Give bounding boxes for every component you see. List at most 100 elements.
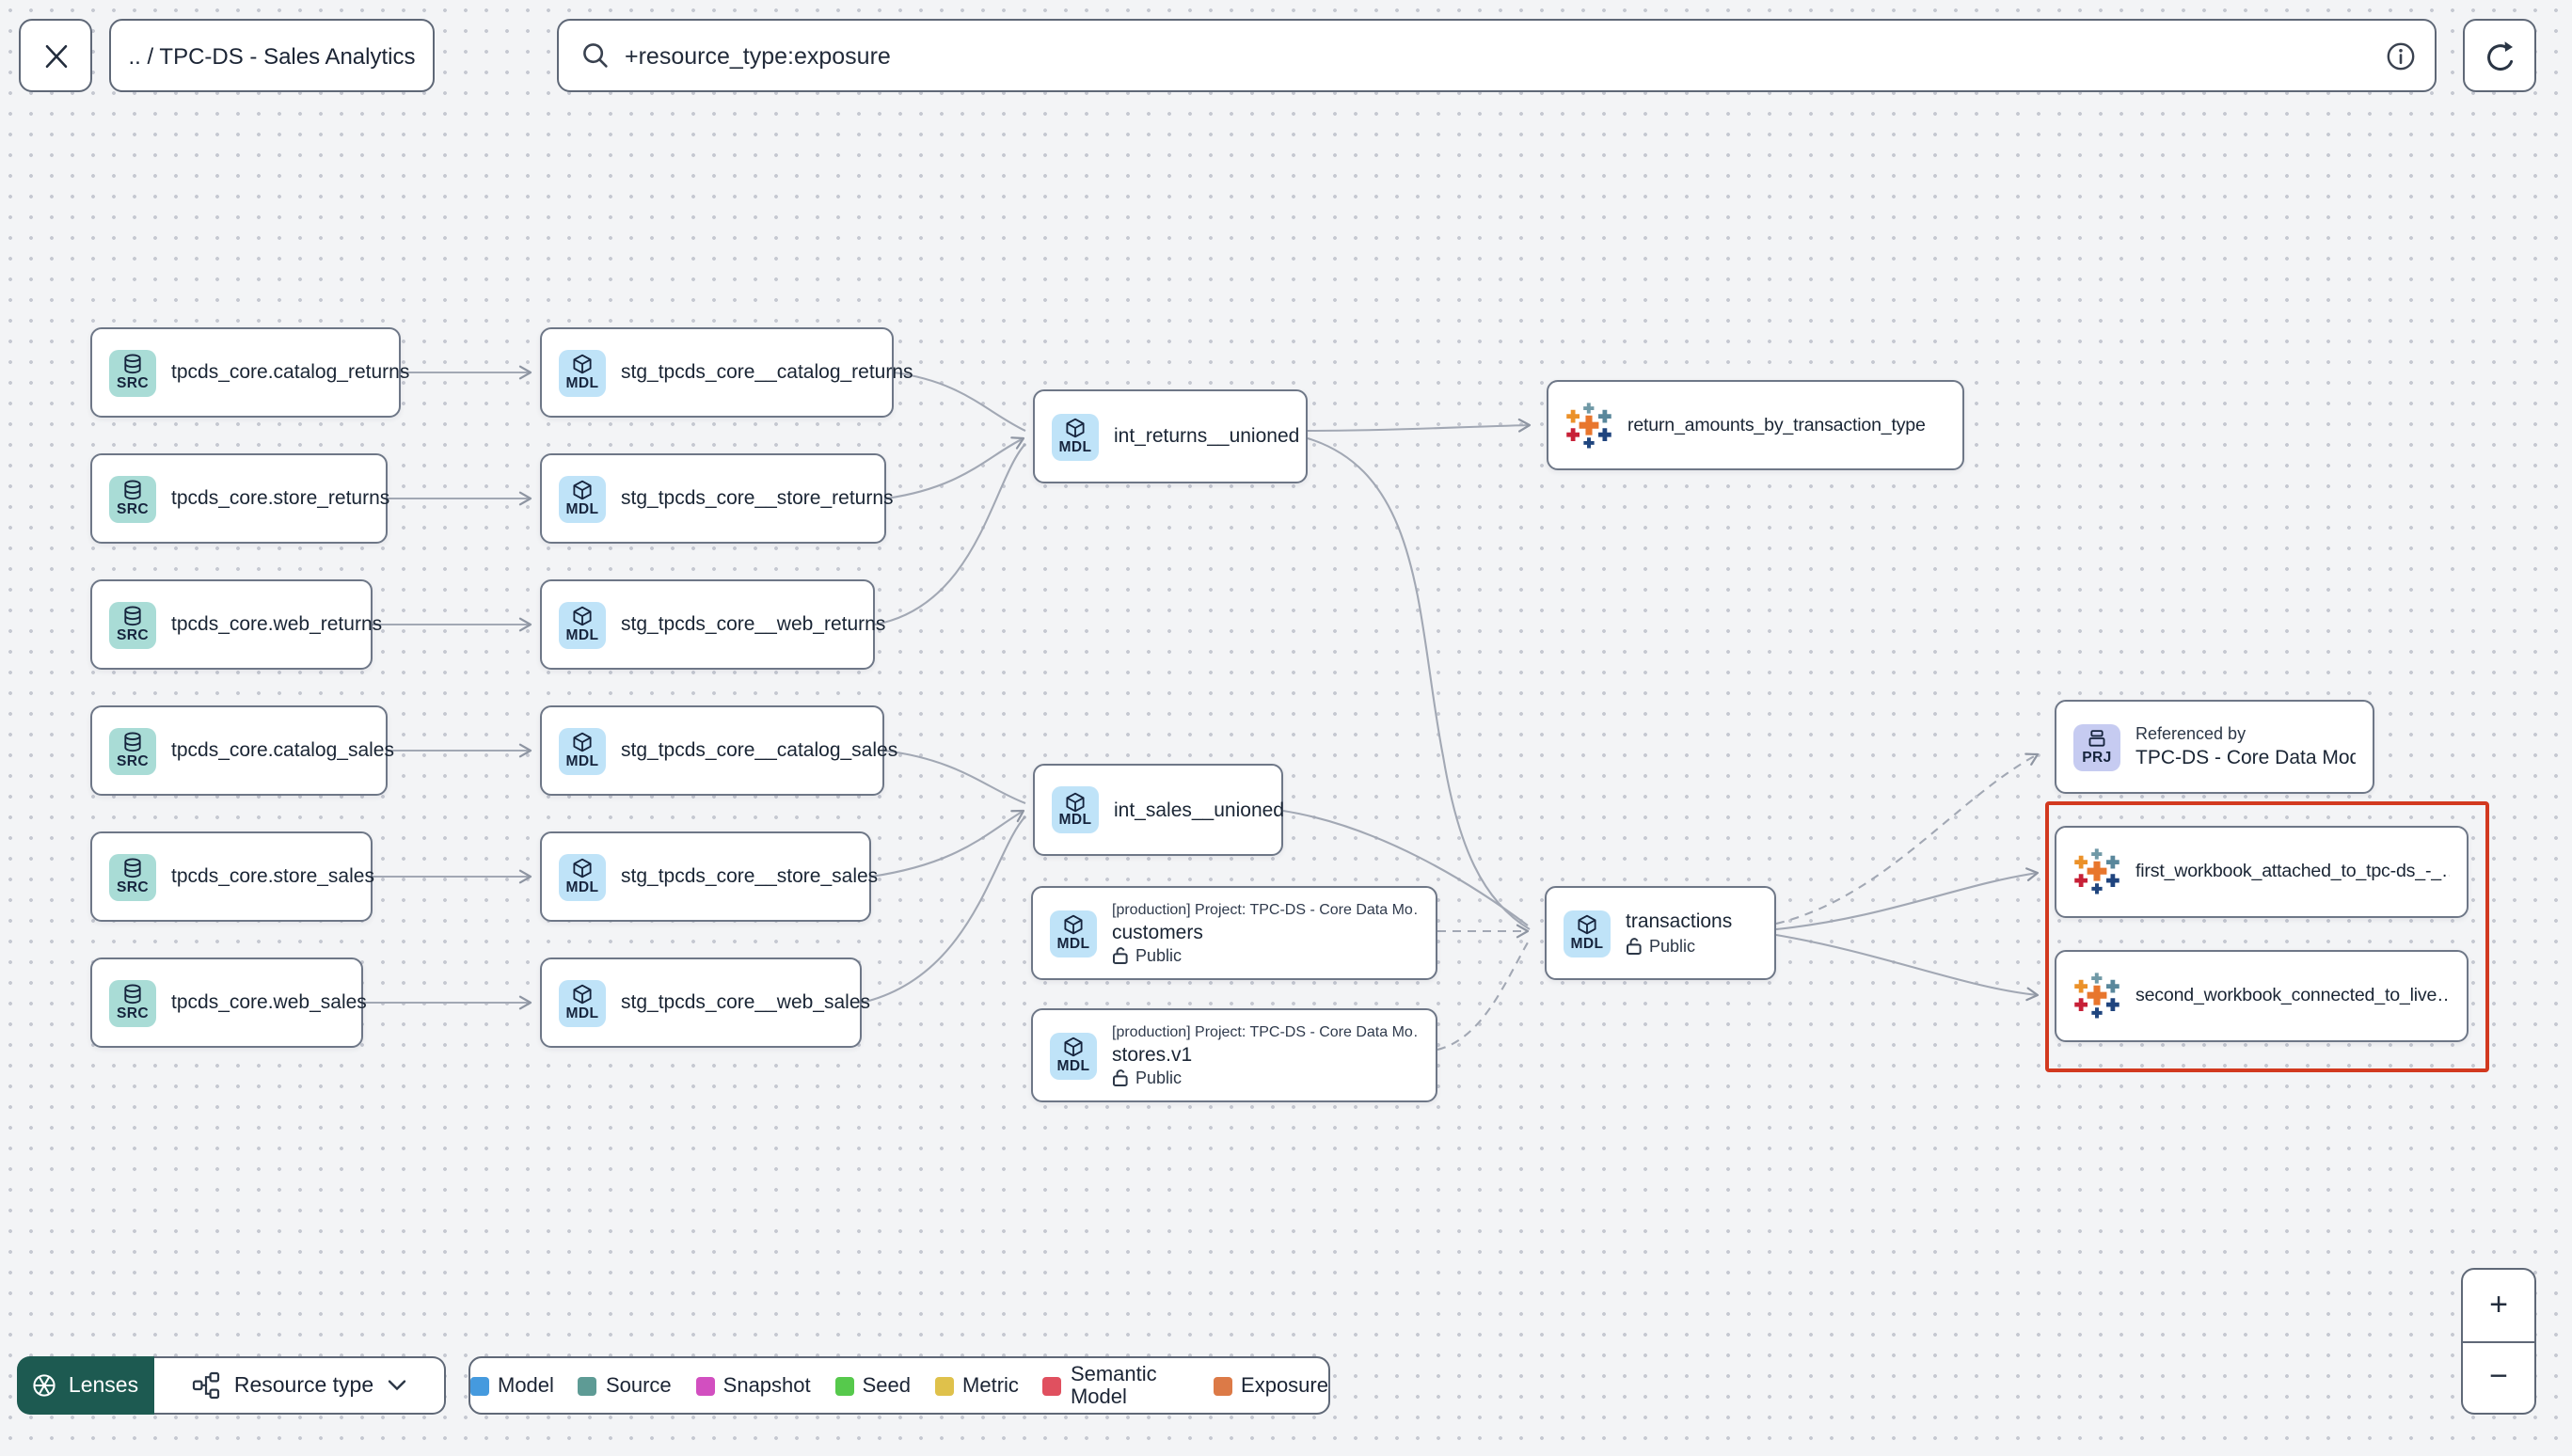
access-line: Public: [1112, 1068, 1419, 1087]
cube-icon: [1064, 915, 1083, 935]
node-model-int-sales-unioned[interactable]: MDL int_sales__unioned: [1033, 764, 1284, 856]
project-badge: PRJ: [2073, 723, 2120, 770]
metric-swatch: [935, 1376, 955, 1395]
database-icon: [124, 985, 141, 1005]
legend-item-snapshot: Snapshot: [695, 1374, 811, 1397]
cube-icon: [573, 607, 592, 626]
database-icon: [124, 481, 141, 500]
cube-icon: [1578, 915, 1596, 935]
node-source-tpcds-core-catalog-sales[interactable]: SRC tpcds_core.catalog_sales: [90, 705, 394, 796]
lock-open-icon: [1627, 937, 1642, 955]
referenced-by-label: Referenced by: [2135, 724, 2247, 744]
aperture-icon: [34, 1374, 56, 1397]
node-source-tpcds-core-web-returns[interactable]: SRC tpcds_core.web_returns: [90, 579, 382, 670]
refresh-button[interactable]: [2463, 19, 2536, 92]
model-badge: MDL: [559, 349, 606, 396]
model-badge: MDL: [1564, 910, 1611, 957]
lenses-button[interactable]: Lenses: [17, 1356, 154, 1415]
cube-icon: [1066, 792, 1085, 812]
model-badge: MDL: [1052, 413, 1099, 460]
tableau-icon: [2074, 973, 2120, 1019]
breadcrumb-label: .. / TPC-DS - Sales Analytics: [128, 42, 416, 69]
resource-type-label: Resource type: [233, 1374, 374, 1397]
access-line: Public: [1112, 946, 1419, 965]
close-icon: [44, 43, 67, 68]
node-model-stores-v1[interactable]: MDL [production] Project: TPC-DS - Core …: [1031, 1008, 1437, 1102]
node-model-stg-web-returns[interactable]: MDL stg_tpcds_core__web_returns: [540, 579, 885, 670]
exposure-swatch: [1214, 1376, 1233, 1395]
node-model-stg-store-sales[interactable]: MDL stg_tpcds_core__store_sales: [540, 831, 878, 922]
legend-item-semantic-model: Semantic Model: [1042, 1363, 1189, 1408]
model-badge: MDL: [1052, 786, 1099, 833]
cube-icon: [573, 355, 592, 374]
breadcrumb[interactable]: .. / TPC-DS - Sales Analytics: [109, 19, 435, 92]
node-model-stg-store-returns[interactable]: MDL stg_tpcds_core__store_returns: [540, 453, 894, 544]
node-model-stg-web-sales[interactable]: MDL stg_tpcds_core__web_sales: [540, 957, 870, 1048]
model-badge: MDL: [559, 601, 606, 648]
legend-item-metric: Metric: [935, 1374, 1019, 1397]
database-icon: [124, 355, 141, 374]
node-exposure-return-amounts[interactable]: return_amounts_by_transaction_type: [1547, 380, 1964, 470]
zoom-in-button[interactable]: +: [2463, 1270, 2534, 1342]
legend-item-exposure: Exposure: [1214, 1374, 1328, 1397]
refresh-icon: [2486, 40, 2513, 70]
node-exposure-first-workbook[interactable]: first_workbook_attached_to_tpc-ds_-_…: [2055, 826, 2469, 918]
cube-icon: [573, 481, 592, 500]
tableau-icon: [2074, 848, 2120, 894]
snapshot-swatch: [695, 1376, 715, 1395]
cube-icon: [573, 733, 592, 752]
lenses-pill: Lenses Resource type: [17, 1356, 446, 1415]
model-swatch: [470, 1376, 489, 1395]
node-source-tpcds-core-catalog-returns[interactable]: SRC tpcds_core.catalog_returns: [90, 327, 409, 418]
node-model-transactions[interactable]: MDL transactions Public: [1545, 886, 1776, 980]
access-line: Public: [1626, 937, 1732, 956]
node-model-stg-catalog-sales[interactable]: MDL stg_tpcds_core__catalog_sales: [540, 705, 897, 796]
info-icon[interactable]: [2386, 40, 2416, 71]
search-icon: [583, 43, 608, 68]
node-source-tpcds-core-store-sales[interactable]: SRC tpcds_core.store_sales: [90, 831, 374, 922]
cube-icon: [573, 859, 592, 878]
zoom-controls: + −: [2461, 1268, 2536, 1415]
database-icon: [124, 859, 141, 878]
source-badge: SRC: [109, 979, 156, 1026]
source-badge: SRC: [109, 349, 156, 396]
legend-item-source: Source: [578, 1374, 672, 1397]
close-button[interactable]: [19, 19, 92, 92]
node-model-stg-catalog-returns[interactable]: MDL stg_tpcds_core__catalog_returns: [540, 327, 913, 418]
source-swatch: [578, 1376, 597, 1395]
node-source-tpcds-core-store-returns[interactable]: SRC tpcds_core.store_returns: [90, 453, 389, 544]
source-badge: SRC: [109, 727, 156, 774]
source-badge: SRC: [109, 853, 156, 900]
model-badge: MDL: [1050, 910, 1097, 957]
lenses-label: Lenses: [68, 1374, 139, 1397]
lock-open-icon: [1113, 1069, 1128, 1086]
node-model-customers[interactable]: MDL [production] Project: TPC-DS - Core …: [1031, 886, 1437, 980]
legend-item-model: Model: [470, 1374, 554, 1397]
model-badge: MDL: [559, 727, 606, 774]
tableau-icon: [1566, 402, 1611, 448]
node-referenced-by-project[interactable]: PRJ Referenced by TPC-DS - Core Data Mod…: [2055, 700, 2374, 794]
node-model-int-returns-unioned[interactable]: MDL int_returns__unioned: [1033, 389, 1308, 483]
resource-type-dropdown[interactable]: Resource type: [154, 1356, 446, 1415]
hierarchy-icon: [193, 1371, 220, 1400]
semantic-model-swatch: [1042, 1376, 1062, 1395]
model-badge: MDL: [559, 979, 606, 1026]
search-input[interactable]: [625, 42, 2371, 69]
legend: Model Source Snapshot Seed Metric Semant…: [468, 1356, 1330, 1415]
source-badge: SRC: [109, 601, 156, 648]
project-line: [production] Project: TPC-DS - Core Data…: [1112, 1023, 1419, 1040]
chevron-down-icon: [387, 1380, 405, 1391]
source-badge: SRC: [109, 475, 156, 522]
model-badge: MDL: [559, 475, 606, 522]
node-source-tpcds-core-web-sales[interactable]: SRC tpcds_core.web_sales: [90, 957, 367, 1048]
zoom-out-button[interactable]: −: [2463, 1342, 2534, 1413]
search-bar[interactable]: [557, 19, 2437, 92]
cube-icon: [1064, 1037, 1083, 1057]
project-line: [production] Project: TPC-DS - Core Data…: [1112, 901, 1419, 918]
node-exposure-second-workbook[interactable]: second_workbook_connected_to_live…: [2055, 950, 2469, 1042]
lock-open-icon: [1113, 947, 1128, 964]
plus-icon: +: [2489, 1286, 2508, 1322]
minus-icon: −: [2489, 1358, 2508, 1395]
model-badge: MDL: [1050, 1032, 1097, 1079]
